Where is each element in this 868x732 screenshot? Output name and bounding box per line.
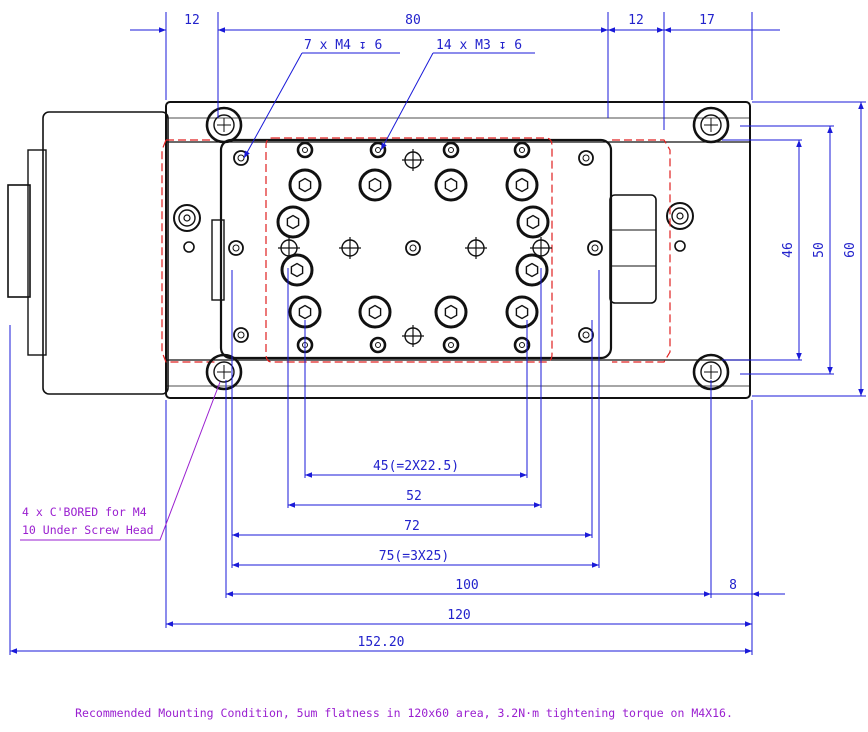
m3-threaded-hole <box>442 141 460 159</box>
hex-socket-screw <box>288 168 322 202</box>
dim-17: 17 <box>699 13 715 28</box>
m3-threaded-hole <box>296 141 314 159</box>
dowel-hole <box>278 237 300 259</box>
hex-socket-screw <box>434 168 468 202</box>
dowel-hole <box>339 237 361 259</box>
m4-threaded-hole <box>587 240 603 256</box>
dowel-hole <box>530 237 552 259</box>
m3-threaded-hole <box>513 336 531 354</box>
m3-threaded-hole <box>513 141 531 159</box>
dim-75: 75(=3X25) <box>379 549 449 564</box>
right-end-block <box>609 194 694 304</box>
hex-socket-screw <box>276 205 310 239</box>
m4-threaded-hole <box>578 327 594 343</box>
m4-callout: 7 x M4 ↧ 6 <box>304 38 382 53</box>
m4-threaded-hole <box>578 150 594 166</box>
m4-threaded-hole <box>228 240 244 256</box>
footer-note: Recommended Mounting Condition, 5um flat… <box>75 706 733 720</box>
cbore-note-line1: 4 x C'BORED for M4 <box>22 505 147 519</box>
dim-120: 120 <box>447 608 470 623</box>
m3-threaded-hole <box>369 141 387 159</box>
dowel-hole <box>402 149 424 171</box>
dim-80: 80 <box>405 13 421 28</box>
m4-threaded-hole <box>233 150 249 166</box>
m4-threaded-hole <box>405 240 421 256</box>
hidden-outlines <box>161 137 671 363</box>
motor <box>7 111 169 395</box>
dim-52: 52 <box>406 489 422 504</box>
hex-socket-screw <box>358 168 392 202</box>
m3-threaded-hole <box>442 336 460 354</box>
cbore-note-line2: 10 Under Screw Head <box>22 523 154 537</box>
hex-socket-screw <box>505 295 539 329</box>
counterbore-hole <box>205 353 243 391</box>
m3-threaded-hole <box>369 336 387 354</box>
m4-threaded-hole <box>233 327 249 343</box>
dim-60: 60 <box>843 242 858 258</box>
top-dimensions: 12 80 12 17 <box>130 12 780 130</box>
dim-72: 72 <box>404 519 420 534</box>
bottom-dimensions: 45(=2X22.5) 52 72 75(=3X25) 100 8 120 15… <box>9 268 785 655</box>
hex-socket-screw <box>434 295 468 329</box>
hole-pattern <box>228 141 603 354</box>
dowel-hole <box>465 237 487 259</box>
counterbore-hole <box>692 106 730 144</box>
dim-12-right: 12 <box>628 13 644 28</box>
hex-socket-screw <box>505 168 539 202</box>
left-end-block <box>173 204 225 301</box>
dim-8: 8 <box>729 578 737 593</box>
dim-46: 46 <box>781 242 796 258</box>
dowel-hole <box>402 325 424 347</box>
right-dimensions: 46 50 60 <box>722 101 866 397</box>
counterbore-hole <box>205 106 243 144</box>
hex-socket-screw <box>516 205 550 239</box>
dim-45: 45(=2X22.5) <box>373 459 459 474</box>
dim-50: 50 <box>812 242 827 258</box>
callouts: 7 x M4 ↧ 6 14 x M3 ↧ 6 4 x C'BORED for M… <box>20 38 535 541</box>
dim-12-left: 12 <box>184 13 200 28</box>
carriage <box>219 138 613 360</box>
hex-socket-screw <box>280 253 314 287</box>
base-plate <box>165 101 751 399</box>
m3-callout: 14 x M3 ↧ 6 <box>436 38 522 53</box>
hex-socket-screw <box>358 295 392 329</box>
dim-100: 100 <box>455 578 478 593</box>
dim-152-20: 152.20 <box>358 635 405 650</box>
hex-socket-screw <box>515 253 549 287</box>
